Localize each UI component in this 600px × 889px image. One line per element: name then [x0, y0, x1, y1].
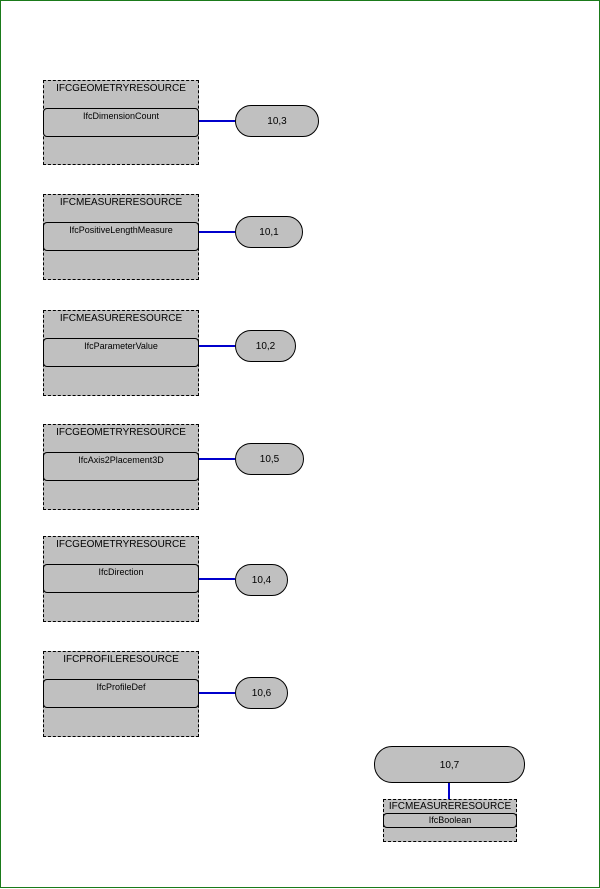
- ref-node[interactable]: 10,5: [235, 443, 304, 475]
- entity-box[interactable]: IFCMEASURERESOURCE IfcPositiveLengthMeas…: [43, 194, 199, 280]
- entity-box[interactable]: IFCGEOMETRYRESOURCE IfcAxis2Placement3D: [43, 424, 199, 510]
- entity-box[interactable]: IFCGEOMETRYRESOURCE IfcDimensionCount: [43, 80, 199, 165]
- entity-box[interactable]: IFCMEASURERESOURCE IfcParameterValue: [43, 310, 199, 396]
- schema-label: IFCMEASURERESOURCE: [388, 801, 512, 812]
- entity-box[interactable]: IFCPROFILERESOURCE IfcProfileDef: [43, 651, 199, 737]
- type-box[interactable]: IfcAxis2Placement3D: [43, 452, 199, 481]
- schema-label: IFCMEASURERESOURCE: [59, 313, 183, 324]
- ref-node[interactable]: 10,2: [235, 330, 296, 362]
- type-box[interactable]: IfcDimensionCount: [43, 108, 199, 137]
- type-box[interactable]: IfcParameterValue: [43, 338, 199, 367]
- entity-box[interactable]: IFCMEASURERESOURCE IfcBoolean: [383, 799, 517, 842]
- schema-label: IFCPROFILERESOURCE: [63, 654, 179, 665]
- type-box[interactable]: IfcBoolean: [383, 813, 517, 828]
- ref-node[interactable]: 10,7: [374, 746, 525, 783]
- schema-label: IFCMEASURERESOURCE: [59, 197, 183, 208]
- schema-label: IFCGEOMETRYRESOURCE: [56, 539, 186, 550]
- ref-node[interactable]: 10,1: [235, 216, 303, 248]
- type-box[interactable]: IfcProfileDef: [43, 679, 199, 708]
- schema-label: IFCGEOMETRYRESOURCE: [56, 83, 186, 94]
- ref-node[interactable]: 10,4: [235, 564, 288, 596]
- type-box[interactable]: IfcDirection: [43, 564, 199, 593]
- schema-label: IFCGEOMETRYRESOURCE: [56, 427, 186, 438]
- type-box[interactable]: IfcPositiveLengthMeasure: [43, 222, 199, 251]
- entity-box[interactable]: IFCGEOMETRYRESOURCE IfcDirection: [43, 536, 199, 622]
- ref-node[interactable]: 10,6: [235, 677, 288, 709]
- ref-node[interactable]: 10,3: [235, 105, 319, 137]
